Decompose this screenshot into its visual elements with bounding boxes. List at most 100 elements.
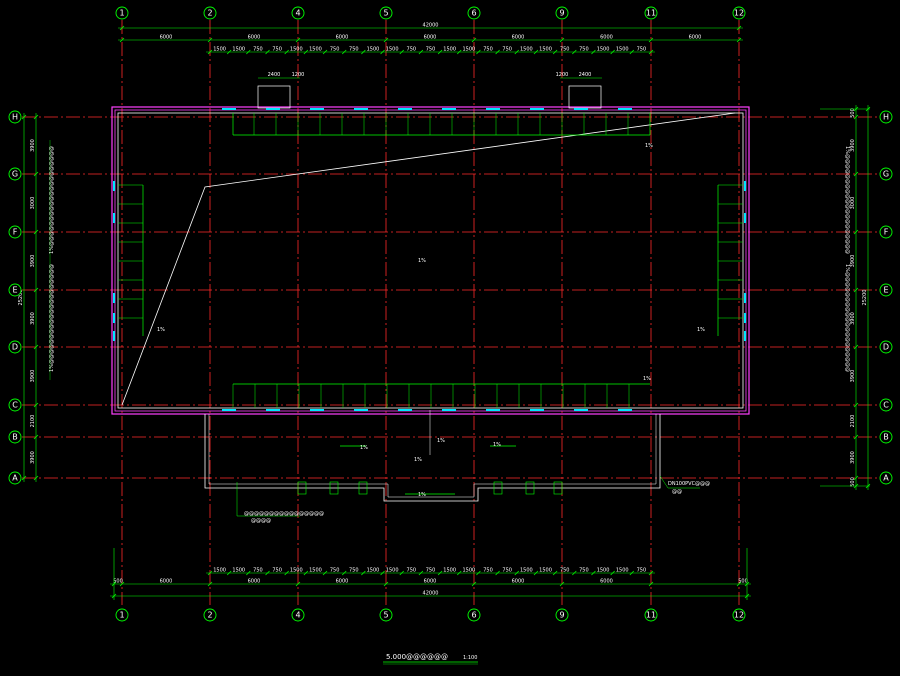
- dim-left-rows-tick: [33, 402, 39, 408]
- dim-right-rows-text: 3900: [850, 312, 856, 325]
- axis-bubble-label-left-H: H: [12, 113, 18, 122]
- dim-bottom-bays-tick: [471, 581, 477, 587]
- axis-bubble-bottom-1: [115, 608, 129, 622]
- left-spec-text-2: 1%@@@@@@@@@@@@@@@@@@@@: [49, 264, 55, 372]
- dim-top-sub-text: 750: [426, 47, 436, 53]
- axis-bubble-top-1: [115, 6, 129, 20]
- dim-left-rows-tick: [33, 344, 39, 350]
- axis-bubble-label-bottom-5: 5: [383, 611, 388, 620]
- dim-top-bays-tick: [471, 37, 477, 43]
- dim-top-sub-tick: [341, 49, 347, 55]
- dim-top-sub-tick: [246, 49, 251, 55]
- downspout-5: [553, 481, 563, 495]
- dim-top-sub-text: 1500: [443, 47, 456, 53]
- dim-bottom-sub-tick: [648, 570, 654, 576]
- hatch-dim-left: 2400: [268, 72, 281, 78]
- axis-bubble-label-left-C: C: [12, 401, 18, 410]
- axis-bubble-label-top-12: 12: [734, 9, 744, 18]
- dim-left-rows-tick: [33, 229, 39, 235]
- dim-bottom-bays-text: 6000: [160, 579, 173, 585]
- dim-bottom-sub-text: 750: [349, 568, 359, 574]
- dim-bottom-sub-text: 1500: [309, 568, 322, 574]
- dim-top-sub-text: 750: [579, 47, 589, 53]
- dim-bottom-sub-tick: [533, 570, 539, 576]
- entrance-canopy: [204, 410, 700, 517]
- right-callout-subtext: @@: [672, 489, 682, 495]
- dim-right-rows-text: 3900: [850, 255, 856, 268]
- dim-top-sub-text: 750: [253, 47, 263, 53]
- dim-bottom-sub-tick: [456, 570, 462, 576]
- dim-top-sub-tick: [476, 49, 481, 55]
- axis-bubble-label-right-C: C: [883, 401, 889, 410]
- dim-bottom-sub-tick: [284, 570, 289, 576]
- parapet-outer: [111, 106, 750, 415]
- dim-left-rows-tick: [33, 434, 39, 440]
- dim-bottom-sub-text: 1500: [213, 568, 226, 574]
- dim-bottom-sub-tick: [572, 570, 577, 576]
- dim-right-rows-text: 2100: [850, 415, 856, 428]
- dim-top-bays-tick: [736, 37, 742, 43]
- dim-top-bays-text: 6000: [160, 35, 173, 41]
- downspout-0: [297, 481, 307, 495]
- roof-gutters: [113, 108, 746, 411]
- dim-bottom-sub-text: 750: [407, 568, 417, 574]
- axis-bubble-left-H: [8, 110, 22, 124]
- axis-bubble-right-D: [879, 340, 893, 354]
- parapet-mid: [114, 109, 747, 412]
- dim-top-sub-text: 750: [637, 47, 647, 53]
- right-spec-text-2: 1%@@@@@@@@@@@@@@@@@@@@: [844, 264, 850, 372]
- dim-left-rows-text: 3000: [30, 197, 36, 210]
- dim-bottom-sub-tick: [591, 570, 596, 576]
- dim-bottom-sub-text: 750: [272, 568, 282, 574]
- dim-top-sub-text: 1500: [290, 47, 303, 53]
- hatch-dim-left-b: 1200: [292, 72, 305, 78]
- dim-right-overall-text: 25200: [862, 290, 868, 306]
- axis-bubble-label-bottom-11: 11: [646, 611, 656, 620]
- gutter-note-bottom: 1%: [643, 376, 651, 382]
- dim-bottom-sub-text: 750: [253, 568, 263, 574]
- dim-top-sub-tick: [303, 49, 309, 55]
- dim-top-bays-text: 6000: [689, 35, 702, 41]
- dim-bottom-bays-tick: [383, 581, 389, 587]
- canopy-bottom-label: 1%: [418, 492, 426, 498]
- dim-bottom-sub-text: 1500: [462, 568, 475, 574]
- dim-top-sub-tick: [552, 49, 558, 55]
- axis-bubble-left-E: [8, 283, 22, 297]
- dim-right-rows-text: 500: [850, 477, 856, 487]
- dim-top-sub-tick: [265, 49, 270, 55]
- dim-right-rows-text: 3900: [850, 451, 856, 464]
- dim-right-rows-tick: [853, 402, 859, 408]
- axis-bubble-label-left-D: D: [12, 343, 18, 352]
- axis-bubble-label-right-A: A: [883, 474, 889, 483]
- left-callout-subtext: @@@@: [251, 518, 271, 524]
- dim-bottom-sub-text: 1500: [386, 568, 399, 574]
- dim-bottom-bays-text: 500: [738, 579, 748, 585]
- axis-bubble-bottom-5: [379, 608, 393, 622]
- left-callout-text: @@@@@@@@@@@@@@@@: [244, 511, 324, 517]
- left-spec-text: 1%@@@@@@@@@@@@@@@@@@@@: [49, 146, 55, 254]
- dim-bottom-sub-tick: [399, 570, 405, 576]
- dim-top-sub-tick: [591, 49, 596, 55]
- dim-bottom-sub-text: 1500: [520, 568, 533, 574]
- axis-bubble-label-right-H: H: [883, 113, 889, 122]
- axis-bubble-right-C: [879, 398, 893, 412]
- axis-bubble-right-A: [879, 471, 893, 485]
- downspout-2: [358, 481, 368, 495]
- axis-bubble-bottom-12: [732, 608, 746, 622]
- roof-center-note: 1%: [418, 258, 426, 264]
- dim-left-rows-tick: [33, 114, 39, 120]
- axis-bubble-label-bottom-4: 4: [295, 611, 300, 620]
- dim-bottom-bays-tick: [295, 581, 301, 587]
- dim-top-bays-text: 6000: [336, 35, 349, 41]
- dim-top-sub-text: 1500: [539, 47, 552, 53]
- downspout-4: [525, 481, 535, 495]
- axis-bubble-top-6: [467, 6, 481, 20]
- axis-bubble-top-4: [291, 6, 305, 20]
- dim-top-sub-text: 1500: [520, 47, 533, 53]
- axis-bubble-label-top-4: 4: [295, 9, 300, 18]
- dim-bottom-sub-tick: [341, 570, 347, 576]
- drawing-notes: 1% 1% 1% 1% 1% 1% 1% 1% 1% 1% @@@@@@@@@@…: [157, 143, 710, 665]
- axis-bubble-bottom-2: [203, 608, 217, 622]
